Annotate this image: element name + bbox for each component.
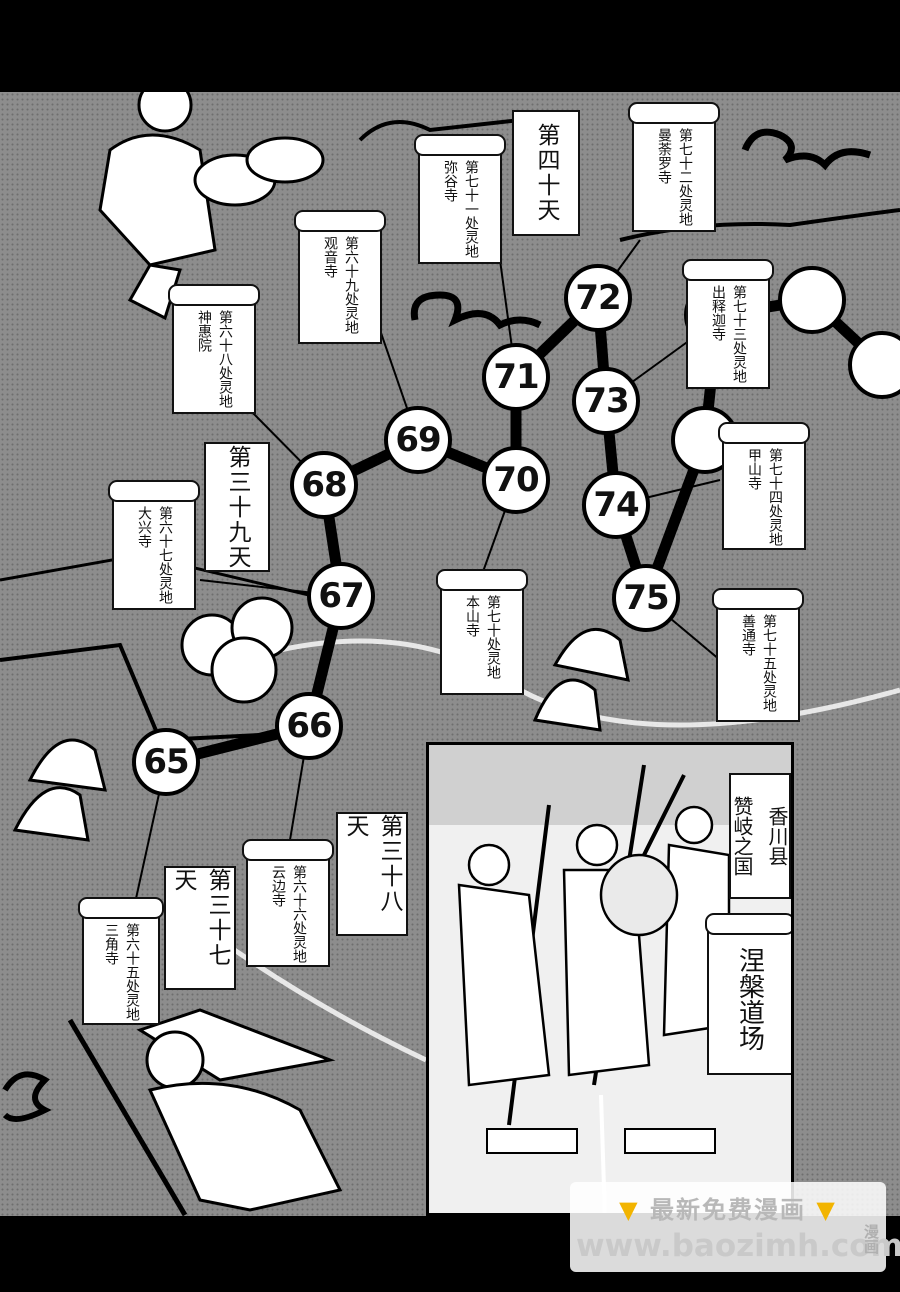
route-node-74: 74 [582,471,650,539]
route-node-blank [848,331,900,399]
temple-scroll-74: 第七十四处灵地甲山寺 [718,422,810,550]
cloud-shape-2 [410,291,542,330]
route-node-65: 65 [132,728,200,796]
floor-plaques [486,1128,716,1154]
pilgrim-figure-bottom [67,1008,343,1216]
route-map: 65 66 67 68 69 70 71 72 73 74 75 第六十五处灵地… [0,92,900,1216]
day-label-38: 第三十八天 [336,812,408,936]
watermark-url: www.baozimh.com [576,1228,900,1264]
route-node-71: 71 [482,343,550,411]
watermark-line1: ▼ 最新免费漫画 ▼ [619,1196,837,1224]
route-node-66: 66 [275,692,343,760]
route-node-72: 72 [564,264,632,332]
temple-scroll-73: 第七十三处灵地出释迦寺 [682,259,774,389]
cloud-shape-3 [2,1071,52,1122]
cloud-shape [741,128,872,171]
temple-scroll-67: 第六十七处灵地大兴寺 [108,480,200,610]
temple-scroll-70: 第七十处灵地本山寺 [436,569,528,695]
watermark: ▼ 最新免费漫画 ▼ www.baozimh.com 漫画 [570,1182,900,1272]
pilgrim-figure-top [98,92,325,321]
river-line-2 [218,937,428,1063]
route-node-73: 73 [572,367,640,435]
prefecture-text: 香川县 [765,806,789,866]
day-label-39: 第三十九天 [204,442,270,572]
coast-line [0,642,261,743]
route-node-blank [778,266,846,334]
route-node-70: 70 [482,446,550,514]
temple-scroll-66: 第六十六处灵地云边寺 [242,839,334,967]
watermark-logo: 漫画 [862,1224,880,1254]
day-label-40: 第四十天 [512,110,580,236]
dojo-label: 涅槃道场 [705,913,791,1075]
route-node-69: 69 [384,406,452,474]
oranges-illustration [180,596,294,704]
temple-scroll-71: 第七十一处灵地弥谷寺 [414,134,506,264]
temple-scroll-75: 第七十五处灵地善通寺 [712,588,804,722]
straw-stacks [12,628,630,842]
route-node-75: 75 [612,564,680,632]
temple-scroll-68: 第六十八处灵地神惠院 [168,284,260,414]
pointing-hand-icon: ▼ [816,1196,837,1224]
temple-scroll-72: 第七十二处灵地曼荼罗寺 [628,102,720,232]
route-node-67: 67 [307,562,375,630]
route-node-68: 68 [290,451,358,519]
temple-scroll-65: 第六十五处灵地三角寺 [78,897,164,1025]
temple-scroll-69: 第六十九处灵地观音寺 [294,210,386,344]
inset-illustration-panel: 香川县 赞岐之国 涅槃道场 [426,742,794,1216]
province-text: 赞岐之国 [730,796,754,876]
pointing-hand-icon: ▼ [619,1196,640,1224]
region-label: 香川县 赞岐之国 [729,773,791,899]
day-label-37: 第三十七天 [164,866,236,990]
dojo-text: 涅槃道场 [734,947,765,1051]
mountain-line [358,118,521,142]
